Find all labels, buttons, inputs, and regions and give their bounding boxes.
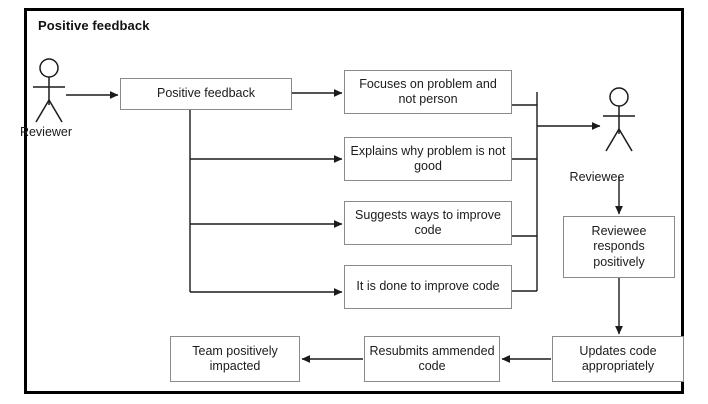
node-team-impacted[interactable]: Team positively impacted (170, 336, 300, 382)
node-updates-code[interactable]: Updates code appropriately (552, 336, 684, 382)
actor-label-reviewee: Reviewee (569, 170, 625, 184)
node-positive-feedback[interactable]: Positive feedback (120, 78, 292, 110)
node-reviewee-responds[interactable]: Reviewee responds positively (563, 216, 675, 278)
node-it-is-done[interactable]: It is done to improve code (344, 265, 512, 309)
reviewee-actor-figure (603, 87, 635, 152)
diagram-title: Positive feedback (38, 18, 150, 33)
node-explains-why-problem[interactable]: Explains why problem is not good (344, 137, 512, 181)
actor-label-reviewer: Reviewer (19, 125, 73, 139)
node-resubmits-code[interactable]: Resubmits ammended code (364, 336, 500, 382)
node-suggests-ways[interactable]: Suggests ways to improve code (344, 201, 512, 245)
reviewer-actor-figure (33, 58, 65, 123)
node-focuses-on-problem[interactable]: Focuses on problem and not person (344, 70, 512, 114)
